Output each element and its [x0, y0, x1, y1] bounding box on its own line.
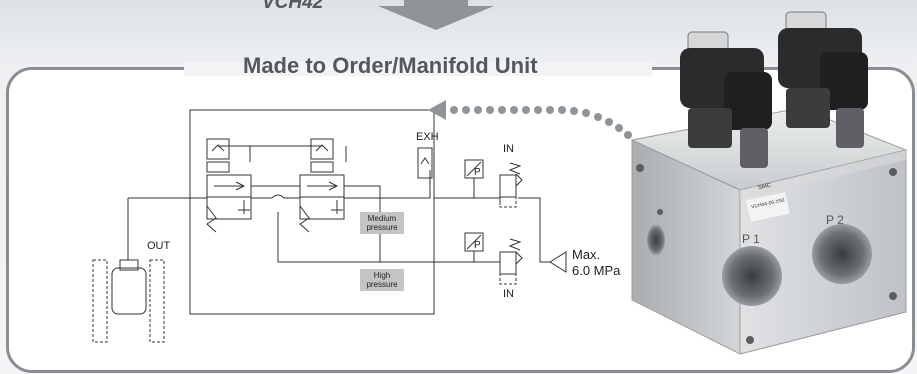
exh-silencer: [417, 147, 433, 179]
medium-pressure-tag: Medium pressure: [360, 212, 404, 234]
regulator-bottom: [499, 238, 523, 285]
port-p2-hole: [812, 224, 872, 284]
port-p1-hole: [722, 246, 782, 306]
solenoid-coil-right: [778, 11, 868, 148]
valve-2: [299, 138, 345, 233]
heading-fragment: VCH42: [262, 0, 324, 13]
port-p2-label: P 2: [826, 213, 844, 227]
down-arrow-icon: [378, 0, 494, 30]
in-bottom-label: IN: [503, 288, 514, 300]
exh-label: EXH: [416, 131, 439, 143]
port-p1-label: P 1: [742, 232, 760, 246]
out-label: OUT: [147, 240, 171, 252]
manifold-box: [189, 109, 435, 315]
frame-title-gap: [184, 62, 652, 76]
out-cylinder: [111, 267, 147, 315]
in-top-label: IN: [503, 143, 514, 155]
pressure-switch-bottom-label: P: [474, 240, 481, 251]
regulator-top: [499, 162, 523, 208]
page-title: Made to Order/Manifold Unit: [243, 53, 538, 78]
high-pressure-tag: High pressure: [360, 269, 404, 291]
out-actuator: [92, 259, 165, 343]
max-pressure-label-2: 6.0 MPa: [572, 263, 621, 278]
solenoid-coil-left: [680, 31, 772, 168]
pressure-switch-top-label: P: [474, 167, 481, 178]
nameplate: [746, 192, 790, 222]
supply-triangle: [549, 251, 567, 273]
max-pressure-label-1: Max.: [572, 247, 601, 262]
